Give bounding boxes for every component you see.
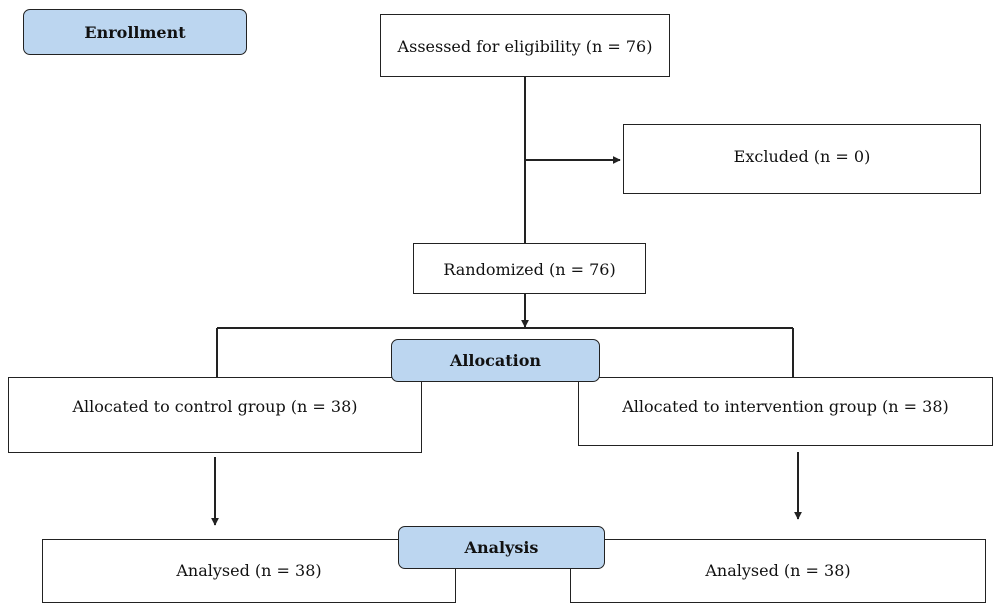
enrollment-stage-label: Enrollment (23, 9, 247, 55)
control-group-text: Allocated to control group (n = 38) (72, 397, 358, 416)
intervention-group-text: Allocated to intervention group (n = 38) (622, 397, 949, 416)
excluded-text: Excluded (n = 0) (733, 147, 871, 166)
intervention-group-box: Allocated to intervention group (n = 38) (578, 377, 993, 446)
analysis-stage-label: Analysis (398, 526, 605, 569)
randomized-text: Randomized (n = 76) (443, 260, 616, 279)
assessed-text: Assessed for eligibility (n = 76) (397, 37, 653, 56)
analysed-control-text: Analysed (n = 38) (176, 561, 322, 580)
excluded-box: Excluded (n = 0) (623, 124, 981, 194)
control-group-box: Allocated to control group (n = 38) (8, 377, 422, 453)
randomized-box: Randomized (n = 76) (413, 243, 646, 294)
analysed-intervention-text: Analysed (n = 38) (705, 561, 851, 580)
analysed-intervention-box: Analysed (n = 38) (570, 539, 986, 603)
analysed-control-box: Analysed (n = 38) (42, 539, 456, 603)
allocation-stage-label: Allocation (391, 339, 600, 382)
assessed-box: Assessed for eligibility (n = 76) (380, 14, 670, 77)
